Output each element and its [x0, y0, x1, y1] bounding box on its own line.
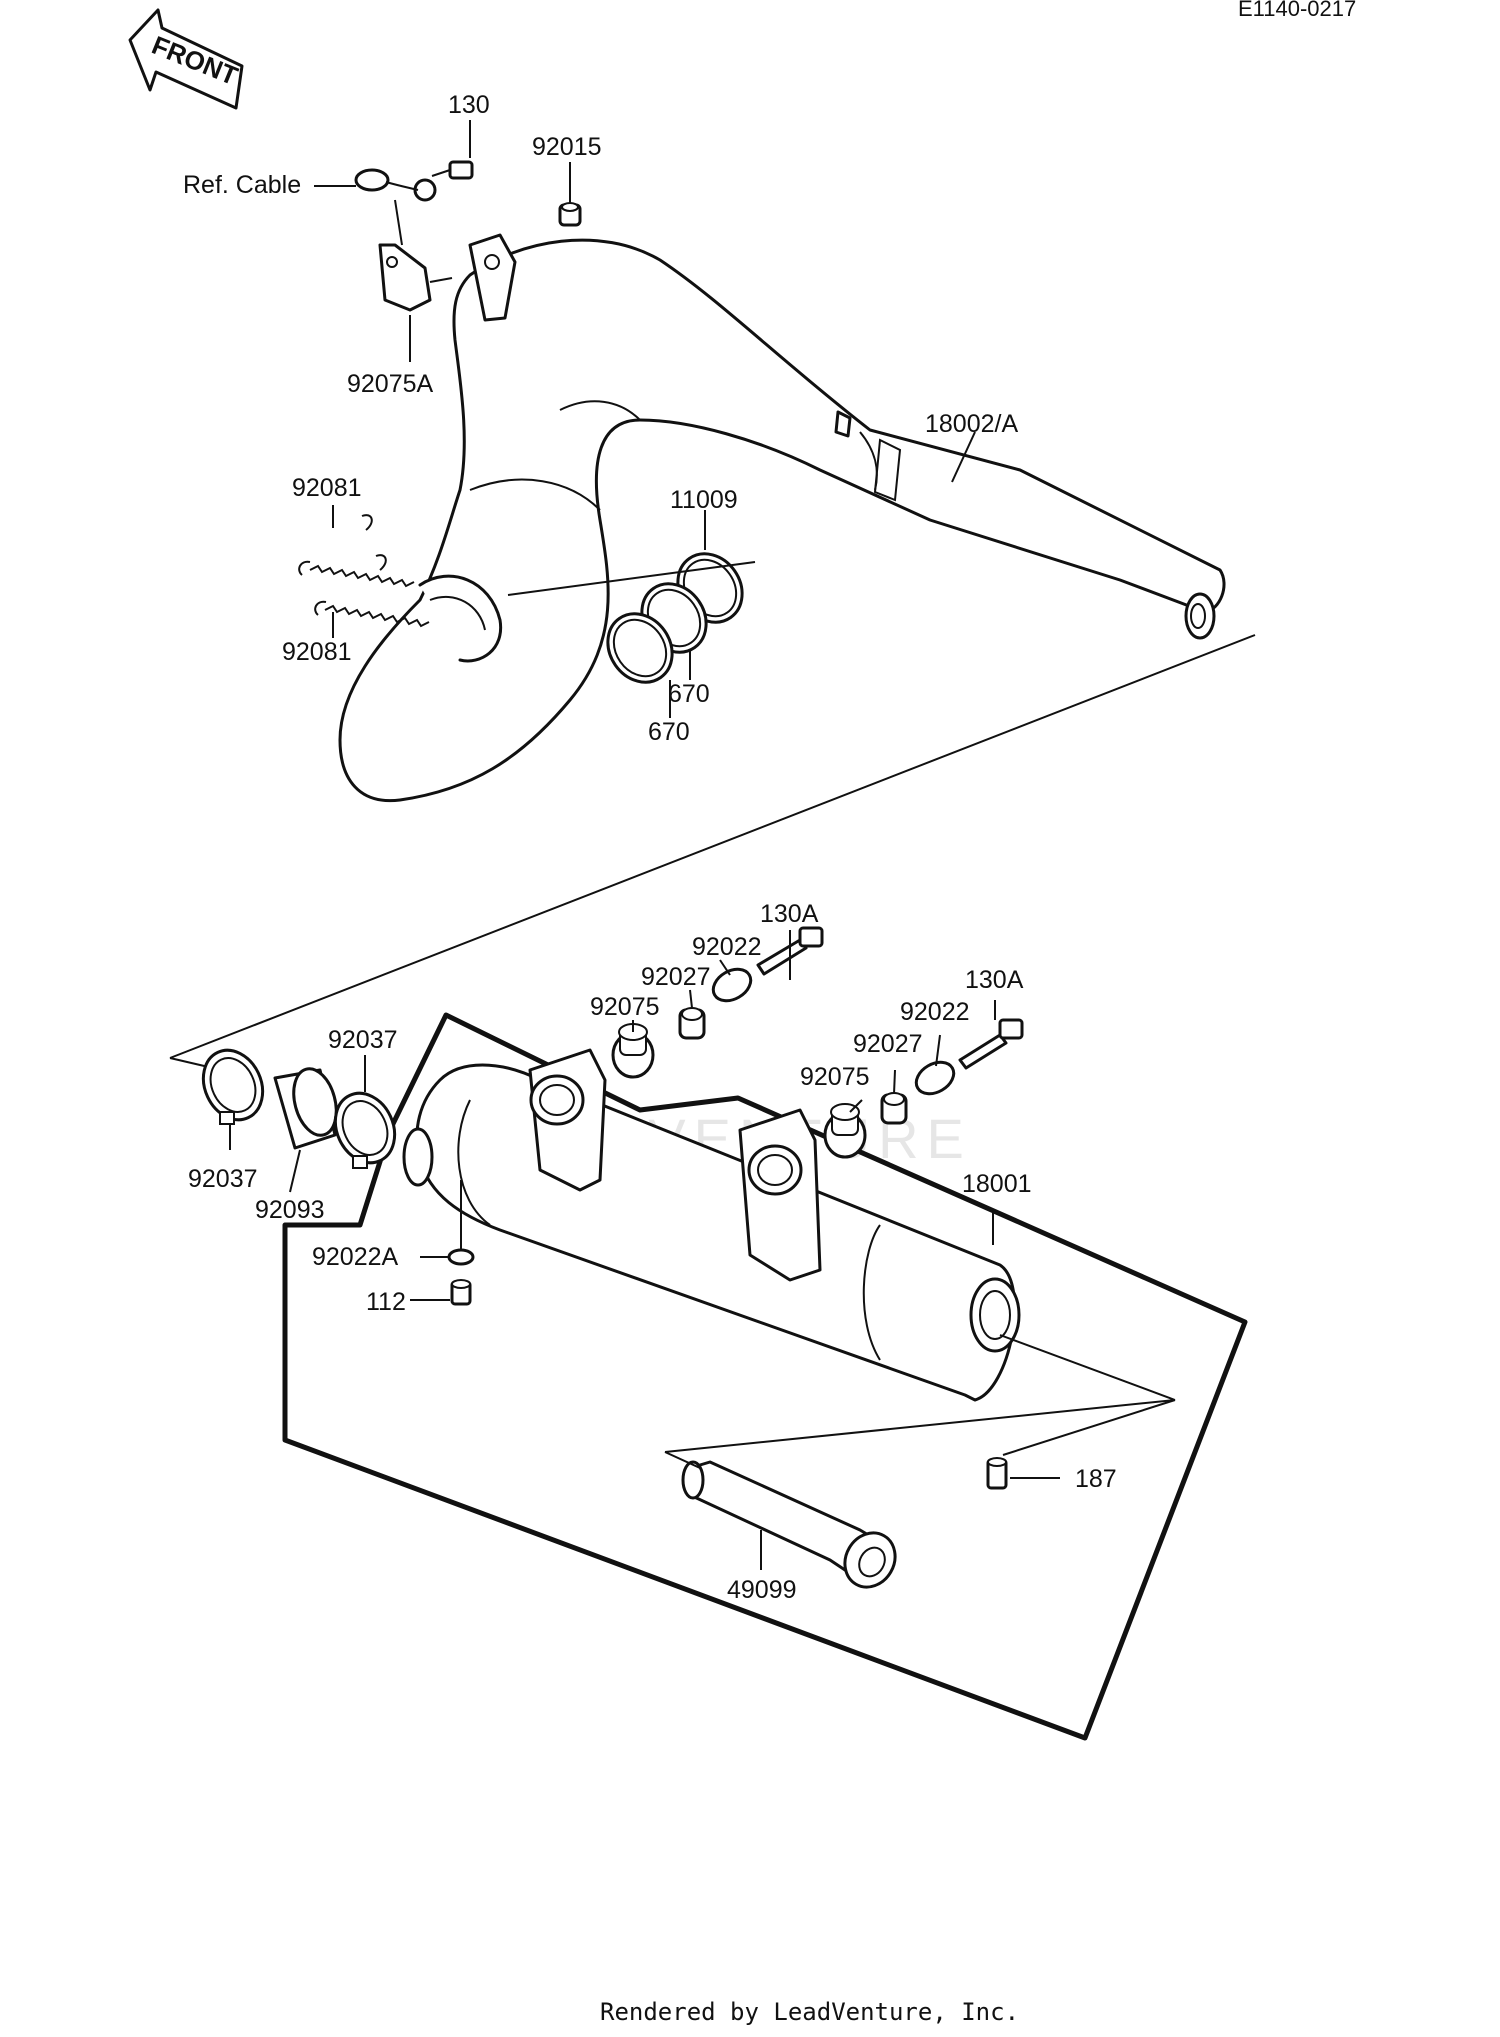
label-92081-top[interactable]: 92081 [292, 474, 362, 502]
label-11009[interactable]: 11009 [670, 486, 738, 514]
label-92022A[interactable]: 92022A [312, 1243, 399, 1271]
footer-credit: Rendered by LeadVenture, Inc. [600, 1998, 1019, 2026]
label-670-a[interactable]: 670 [668, 680, 710, 708]
label-670-b[interactable]: 670 [648, 718, 690, 746]
clamp-92075A [378, 243, 453, 312]
collar-92027-right [880, 1092, 908, 1125]
bolt-187 [986, 1457, 1008, 1490]
label-92093[interactable]: 92093 [255, 1196, 325, 1224]
label-92075A[interactable]: 92075A [347, 370, 434, 398]
label-18002A[interactable]: 18002/A [925, 410, 1018, 438]
lower-leader-lines [229, 930, 1176, 1570]
gasket-670-b [606, 612, 674, 684]
bolt-130 [431, 160, 474, 180]
label-92037-top[interactable]: 92037 [328, 1026, 398, 1054]
nut-92015 [558, 202, 582, 227]
label-18001[interactable]: 18001 [962, 1170, 1032, 1198]
clamp-92037-left [201, 1048, 265, 1125]
cable-loop [354, 168, 437, 202]
label-130A-right[interactable]: 130A [965, 966, 1024, 994]
label-92027-right[interactable]: 92027 [853, 1030, 923, 1058]
bolt-130A-left [756, 926, 824, 976]
washer-92022-left [711, 967, 753, 1003]
washer-92022A [447, 1248, 475, 1266]
upper-leader-lines [169, 120, 1256, 1073]
label-92015[interactable]: 92015 [532, 133, 602, 161]
label-130[interactable]: 130 [448, 91, 490, 119]
bolt-112 [450, 1279, 472, 1306]
label-92027-left[interactable]: 92027 [641, 963, 711, 991]
spring-92081-bottom [314, 554, 430, 628]
collar-92027-left [678, 1007, 706, 1040]
label-92022-right[interactable]: 92022 [900, 998, 970, 1026]
grommet-92075-right [823, 1103, 867, 1159]
spring-92081-top [298, 514, 415, 588]
label-49099[interactable]: 49099 [727, 1576, 797, 1604]
front-arrow-icon: FRONT [128, 8, 244, 110]
label-92075-left[interactable]: 92075 [590, 993, 660, 1021]
label-92081-bottom[interactable]: 92081 [282, 638, 352, 666]
label-92037-bottom[interactable]: 92037 [188, 1165, 258, 1193]
spark-arrester-49099 [681, 1460, 897, 1589]
label-187[interactable]: 187 [1075, 1465, 1117, 1493]
bolt-130A-right [958, 1018, 1024, 1070]
part-labels: 130 92015 Ref. Cable 92075A 18002/A 9208… [183, 91, 1117, 1604]
silencer-assembly-outline [282, 1012, 1248, 1741]
label-112[interactable]: 112 [366, 1288, 406, 1316]
label-92075-right[interactable]: 92075 [800, 1063, 870, 1091]
diagram-code: E1140-0217 [1238, 0, 1356, 21]
silencer-18001 [402, 1048, 1021, 1402]
washer-92022-right [914, 1060, 956, 1096]
pipe-92093 [273, 1067, 338, 1150]
label-92022-left[interactable]: 92022 [692, 933, 762, 961]
label-ref-cable: Ref. Cable [183, 171, 301, 199]
expansion-chamber [338, 233, 1226, 803]
clamp-92037-right [333, 1091, 397, 1169]
label-130A-left[interactable]: 130A [760, 900, 819, 928]
